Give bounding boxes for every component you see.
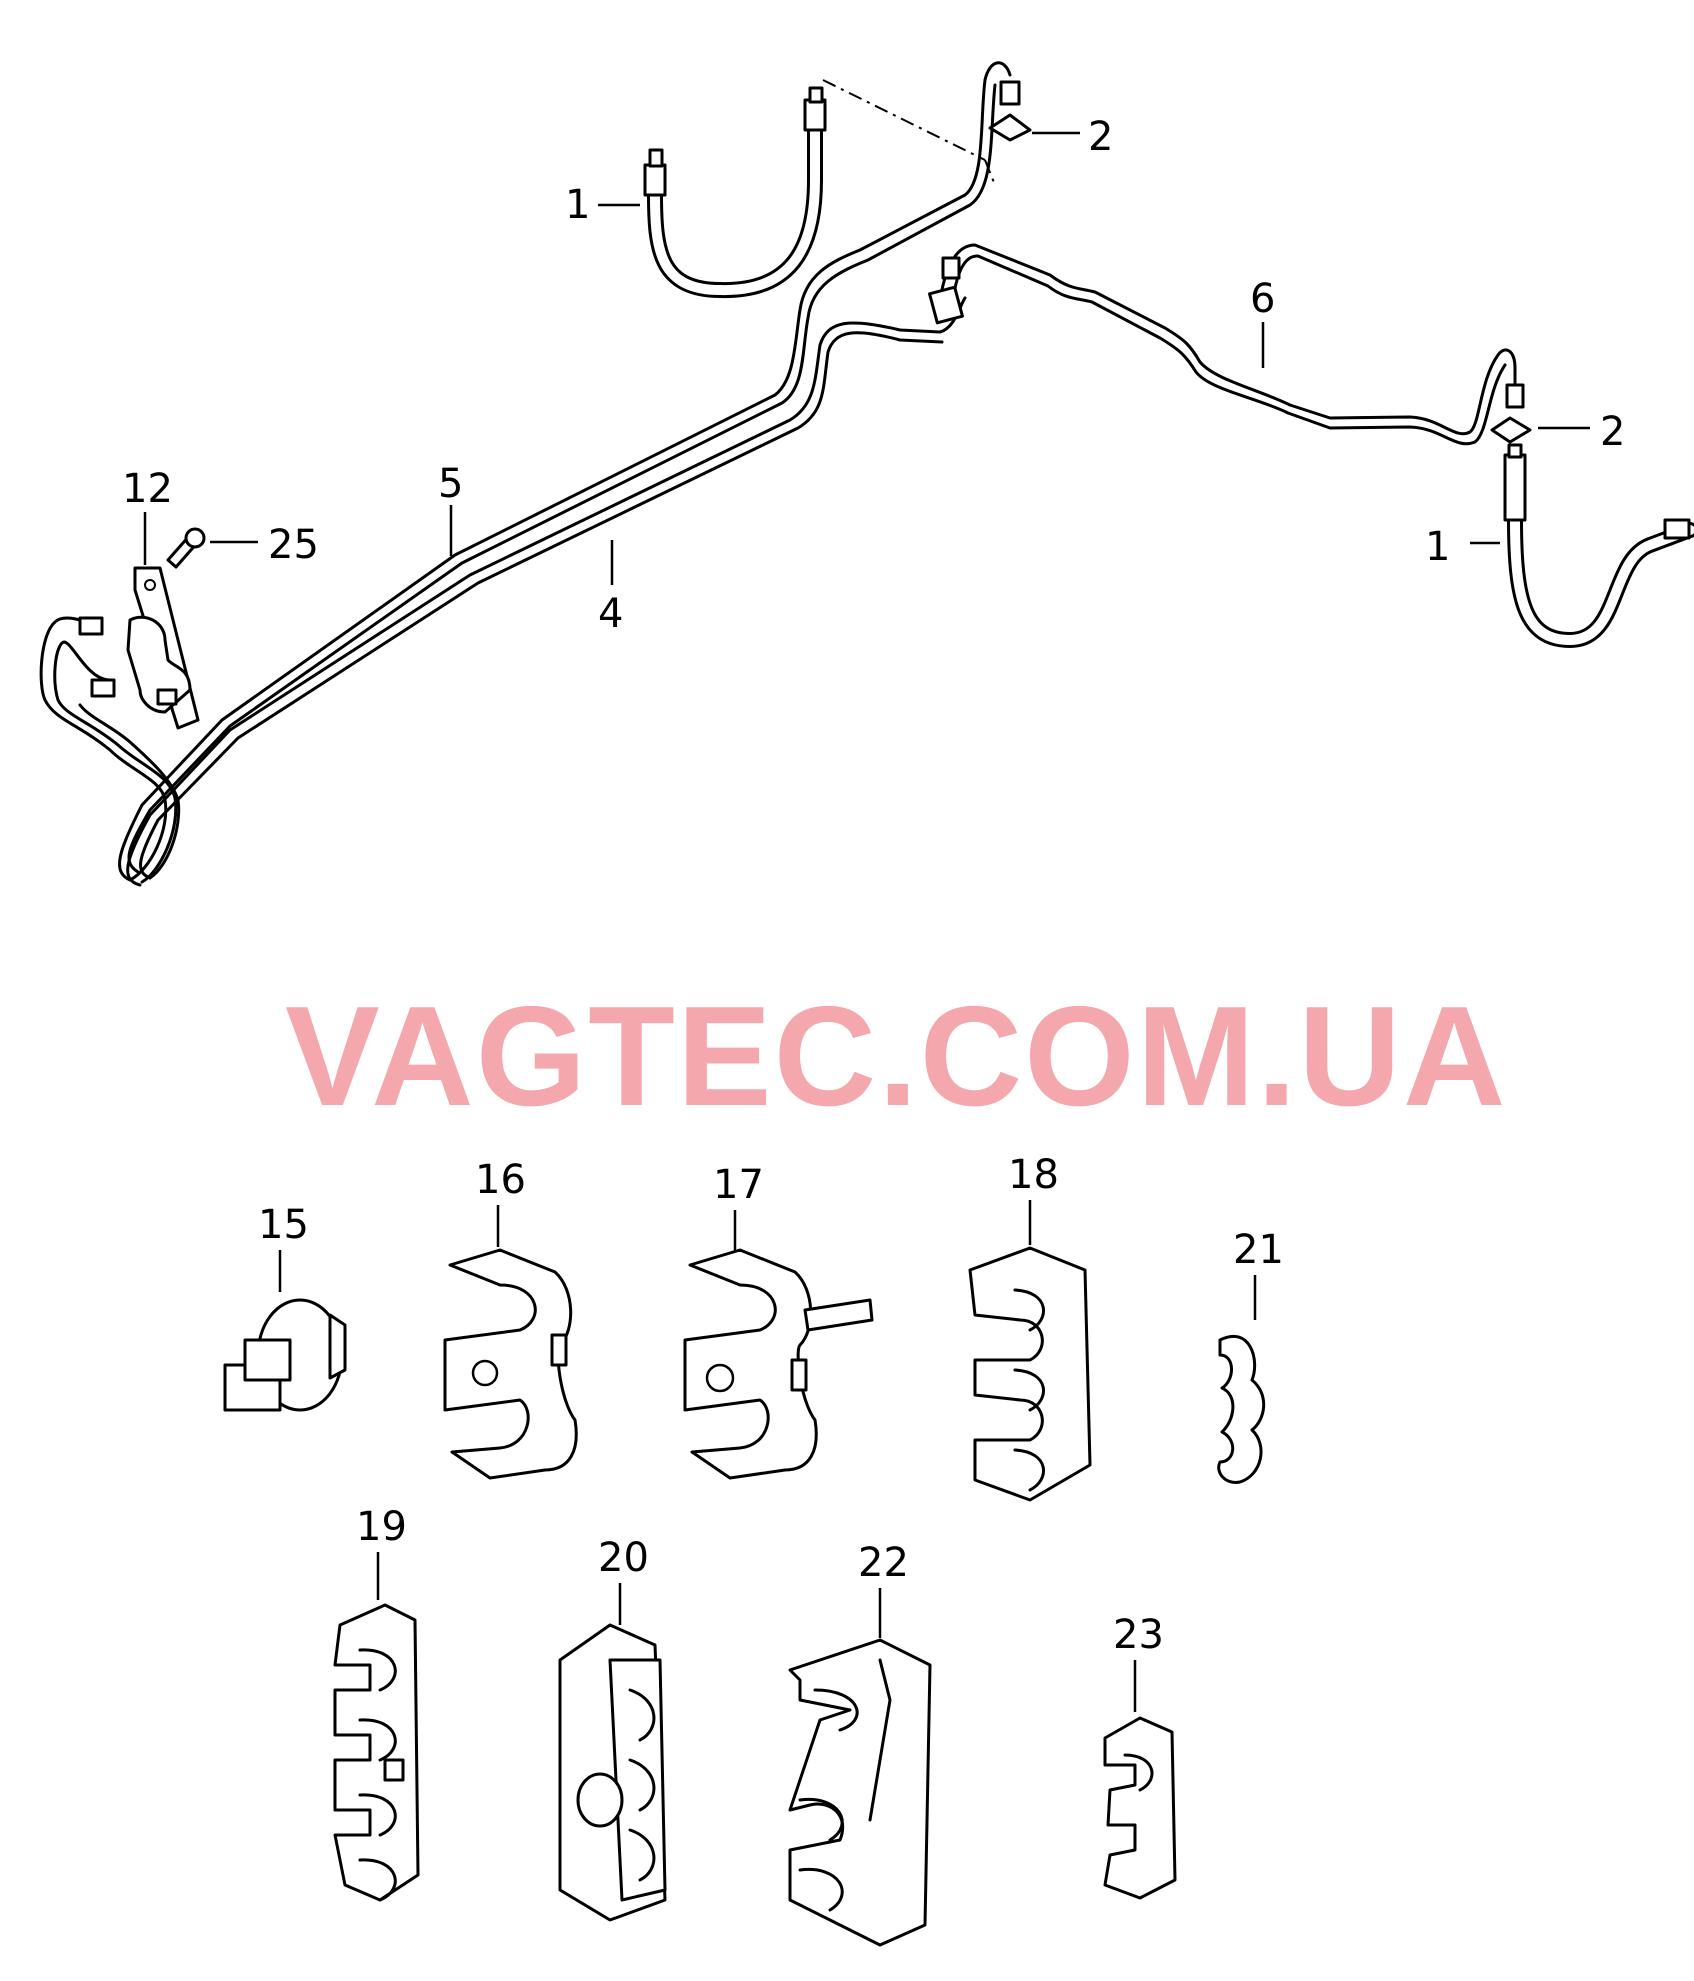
callout-19: 19 [356, 1504, 407, 1550]
clip-16 [443, 1248, 578, 1480]
callout-1: 1 [565, 182, 590, 228]
clip-22 [788, 1638, 932, 1947]
callout-6: 6 [1250, 276, 1275, 322]
callout-4: 4 [598, 591, 623, 637]
callout-2: 2 [1600, 409, 1625, 455]
brake-line-4 [126, 296, 967, 887]
pipe-nut-upper [928, 256, 964, 325]
bolt-25 [166, 527, 206, 569]
clip-17 [683, 1248, 874, 1480]
watermark-text: VAGTEC.COM.UA [285, 977, 1507, 1136]
callout-15: 15 [258, 1202, 309, 1248]
callout-16: 16 [475, 1157, 526, 1203]
brake-hose-1-right [1503, 443, 1694, 649]
clip-18 [968, 1246, 1092, 1502]
callout-5: 5 [438, 461, 463, 507]
callout-2: 2 [1088, 114, 1113, 160]
mounting-bracket-12 [78, 566, 200, 730]
brake-line-6 [938, 243, 1517, 446]
callout-22: 22 [858, 1540, 909, 1586]
clip-2-upper [988, 80, 1032, 142]
leader-lines [143, 131, 1590, 1712]
clip-21 [1217, 1334, 1266, 1484]
callout-25: 25 [268, 522, 319, 568]
callout-20: 20 [598, 1535, 649, 1581]
pipe-loop-left [39, 616, 181, 884]
clip-15 [223, 1298, 347, 1412]
callout-17: 17 [713, 1162, 764, 1208]
clip-2-right [1490, 383, 1532, 444]
brake-line-5 [118, 61, 1012, 882]
clip-20 [558, 1623, 667, 1922]
callout-18: 18 [1008, 1152, 1059, 1198]
clip-23 [1103, 1716, 1177, 1900]
callout-23: 23 [1113, 1612, 1164, 1658]
callout-12: 12 [122, 466, 173, 512]
callout-21: 21 [1233, 1227, 1284, 1273]
brake-hose-1-upper [643, 79, 996, 299]
callout-1: 1 [1425, 524, 1450, 570]
clip-19 [333, 1603, 420, 1902]
